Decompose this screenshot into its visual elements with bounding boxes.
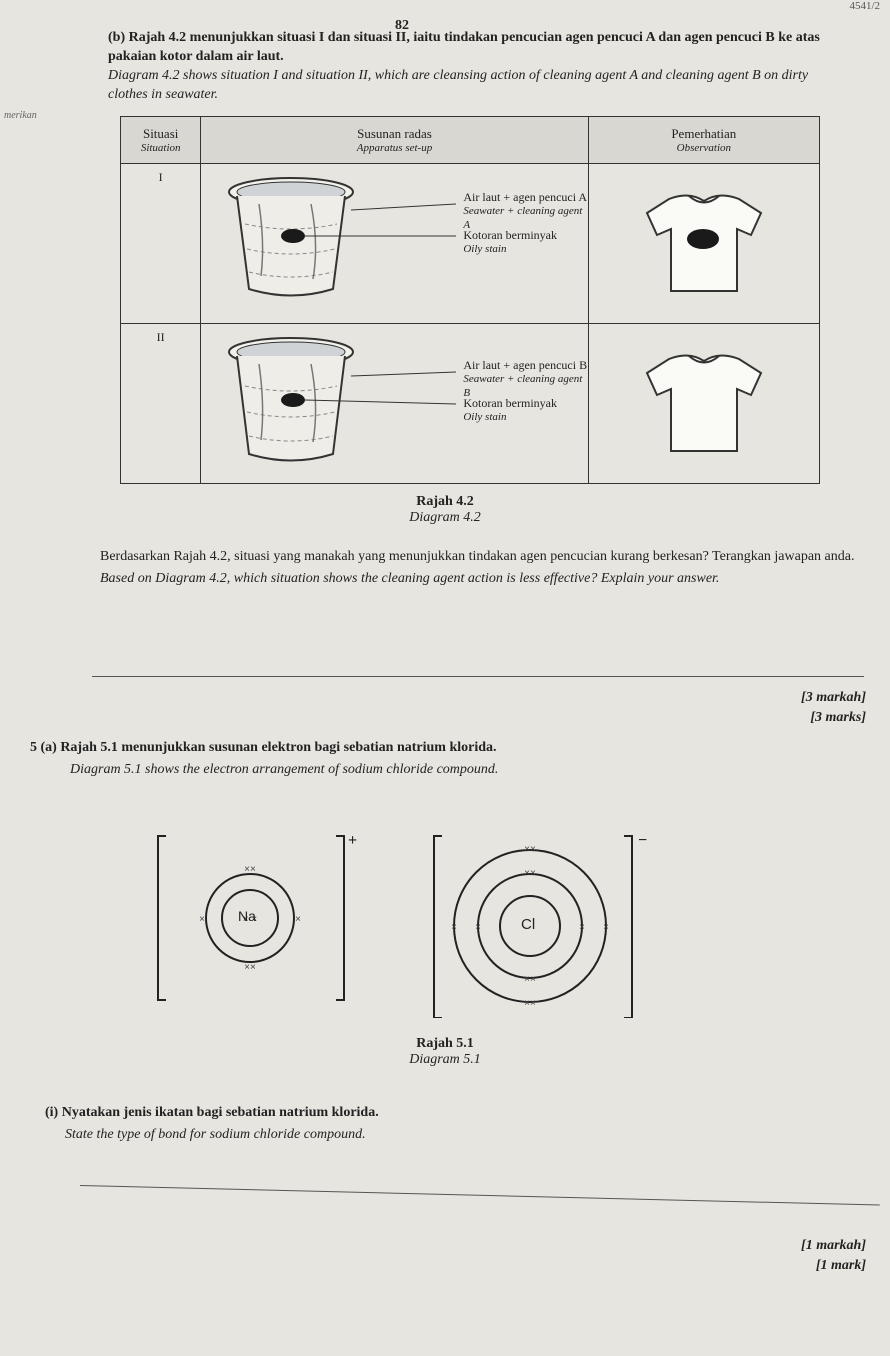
tshirt-with-stain-icon — [645, 194, 763, 292]
question-5a-i-malay: (i) Nyatakan jenis ikatan bagi sebatian … — [45, 1105, 379, 1120]
header-apparatus: Susunan radas Apparatus set-up — [200, 116, 589, 164]
marks-4b: [3 markah] [3 marks] — [801, 690, 866, 725]
clean-tshirt-icon — [645, 354, 763, 452]
question-4b-text-english: Diagram 4.2 shows situation I and situat… — [108, 68, 809, 102]
svg-text:××: ×× — [524, 868, 536, 879]
sodium-symbol: Na — [238, 908, 256, 924]
header-situation: Situasi Situation — [119, 116, 202, 164]
question-5a-malay: 5 (a) Rajah 5.1 menunjukkan susunan elek… — [30, 740, 497, 755]
svg-text:×: × — [295, 914, 301, 925]
paper-code: 4541/2 — [849, 0, 880, 12]
table-header-row: Situasi Situation Susunan radas Apparatu… — [119, 116, 821, 164]
svg-text:××: ×× — [244, 962, 256, 973]
observation-cell — [587, 323, 821, 484]
answer-line[interactable] — [92, 676, 864, 677]
svg-text:×: × — [199, 914, 205, 925]
bucket-illustration — [228, 177, 457, 297]
svg-text:×: × — [603, 922, 609, 933]
marks-5a-i: [1 markah] [1 mark] — [801, 1238, 866, 1273]
svg-text:××: ×× — [244, 864, 256, 875]
sodium-charge: + — [348, 832, 358, 849]
label-oily-stain: Kotoran berminyak Oily stain — [463, 228, 557, 255]
observation-table: Situasi Situation Susunan radas Apparatu… — [119, 116, 821, 484]
svg-text:××: ×× — [524, 998, 536, 1009]
label-seawater-agent-b: Air laut + agen pencuci B Seawater + cle… — [463, 358, 588, 399]
svg-text:×: × — [451, 922, 457, 933]
page-number: 82 — [395, 18, 409, 33]
situation-cell: I — [119, 163, 202, 324]
question-5a: 5 (a) Rajah 5.1 menunjukkan susunan elek… — [30, 737, 850, 781]
electron-arrangement-diagram: × × ×× ×× × × ×× ×× ×× ×× × × × × Na + C… — [150, 828, 670, 1023]
bucket-illustration — [228, 337, 457, 462]
table-row: I Air laut + agen pencuci A — [119, 163, 821, 324]
question-4b-prompt-malay: Berdasarkan Rajah 4.2, situasi yang mana… — [100, 549, 855, 564]
header-observation: Pemerhatian Observation — [587, 116, 821, 164]
chlorine-charge: − — [638, 832, 648, 849]
observation-cell — [587, 163, 821, 324]
question-4b-text-malay: (b) Rajah 4.2 menunjukkan situasi I dan … — [108, 30, 820, 64]
diagram-5-1-caption: Rajah 5.1 Diagram 5.1 — [409, 1036, 481, 1067]
svg-text:×: × — [579, 922, 585, 933]
question-5a-i-english: State the type of bond for sodium chlori… — [65, 1127, 366, 1142]
svg-text:×: × — [475, 922, 481, 933]
diagram-4-2-caption: Rajah 4.2 Diagram 4.2 — [409, 494, 481, 525]
question-4b-intro: (b) Rajah 4.2 menunjukkan situasi I dan … — [108, 28, 848, 104]
label-seawater-agent-a: Air laut + agen pencuci A Seawater + cle… — [463, 190, 588, 231]
margin-text: merikan — [4, 110, 37, 121]
chlorine-symbol: Cl — [521, 916, 536, 933]
answer-line[interactable] — [79, 1185, 880, 1206]
question-5a-english: Diagram 5.1 shows the electron arrangeme… — [70, 762, 499, 777]
question-4b-prompt-english: Based on Diagram 4.2, which situation sh… — [100, 571, 720, 586]
apparatus-cell: Air laut + agen pencuci A Seawater + cle… — [200, 163, 589, 324]
apparatus-cell: Air laut + agen pencuci B Seawater + cle… — [200, 323, 589, 484]
svg-text:× ×: × × — [243, 914, 258, 925]
situation-cell: II — [119, 323, 202, 484]
table-row: II Air laut + agen pencuci B — [119, 323, 821, 484]
question-5a-i: (i) Nyatakan jenis ikatan bagi sebatian … — [45, 1102, 865, 1146]
svg-text:××: ×× — [524, 974, 536, 985]
question-4b-prompt: Berdasarkan Rajah 4.2, situasi yang mana… — [100, 546, 860, 590]
label-oily-stain: Kotoran berminyak Oily stain — [463, 396, 557, 423]
svg-text:××: ×× — [524, 844, 536, 855]
